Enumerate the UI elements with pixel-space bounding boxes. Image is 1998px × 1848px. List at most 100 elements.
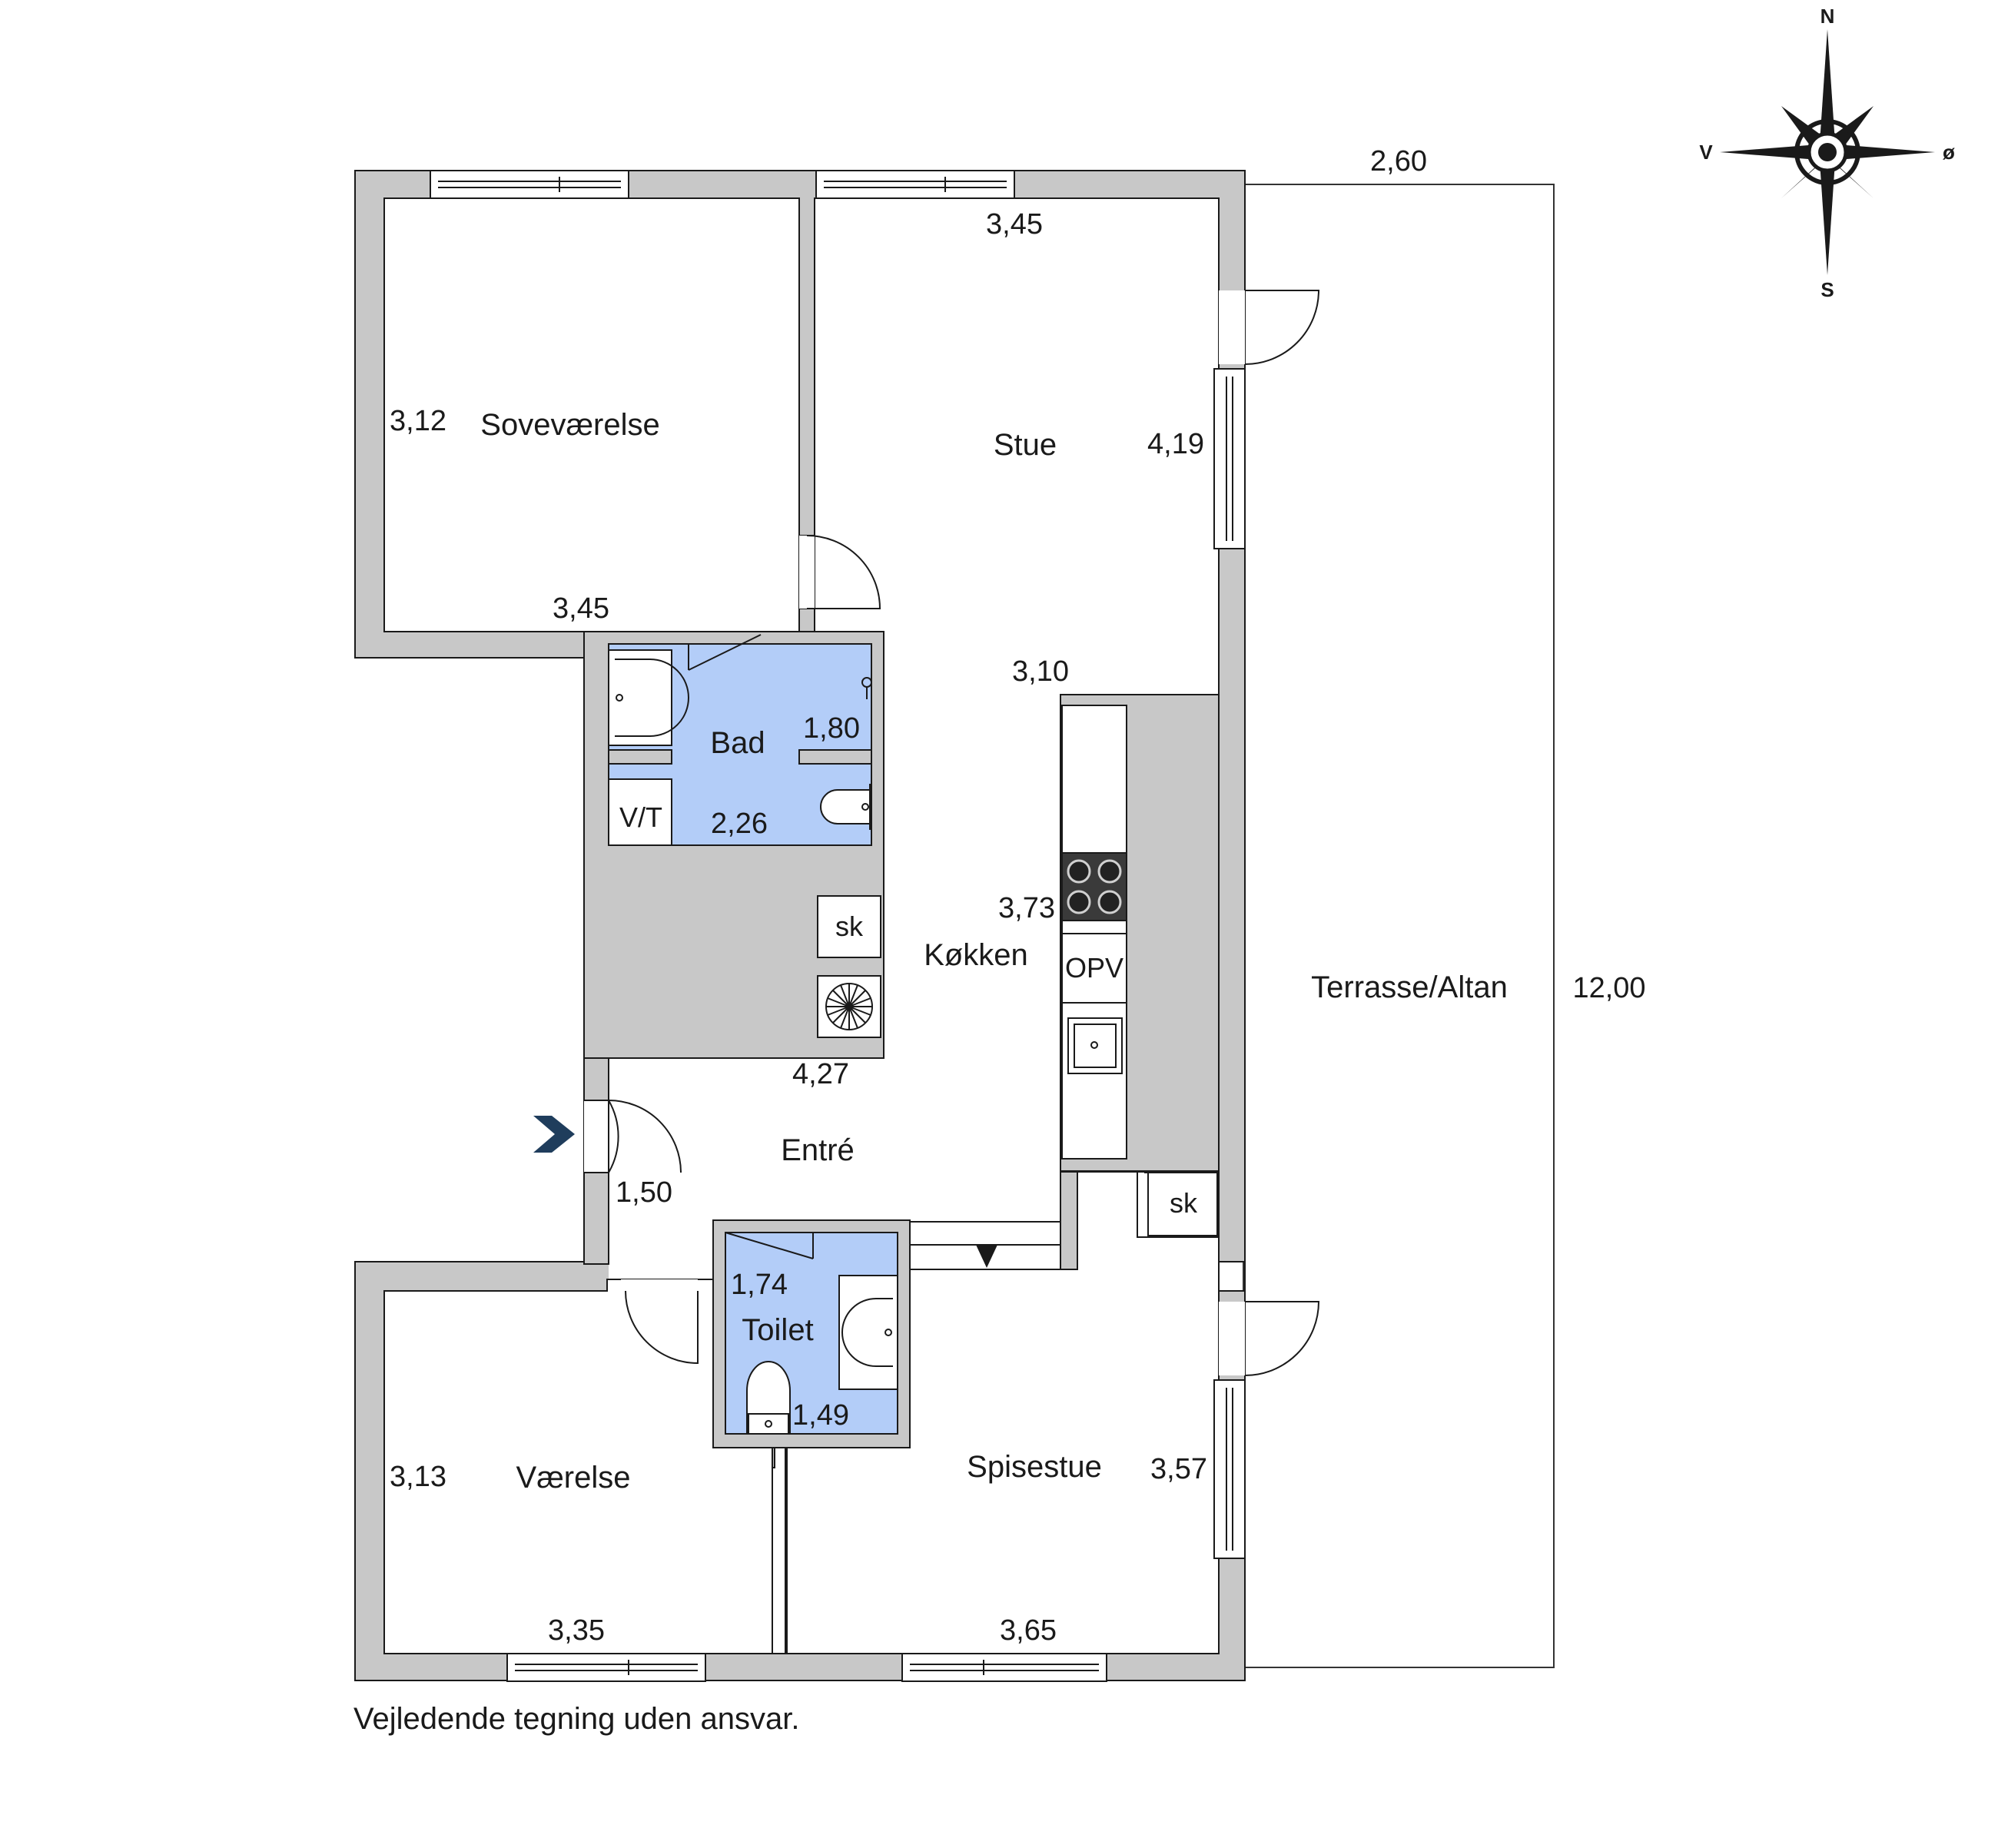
door-opening	[799, 536, 815, 609]
window-sove	[430, 170, 629, 199]
room-label-sovevaerelse: Soveværelse	[480, 408, 659, 442]
compass-arrow-south	[1820, 161, 1835, 275]
burner-icon	[1067, 859, 1091, 884]
kitchen-drain-icon	[1090, 1041, 1098, 1049]
wc-cistern-icon	[748, 1413, 789, 1435]
wc-button-icon	[765, 1420, 772, 1428]
dim-spise-bottom: 3,65	[1000, 1614, 1057, 1647]
sovevaerelse-room	[383, 197, 800, 632]
window-frame	[430, 170, 629, 199]
window-frame	[901, 1653, 1107, 1682]
room-label-sk-2: sk	[1170, 1187, 1198, 1219]
dim-koekken-right: 3,73	[998, 892, 1055, 924]
terrace-outline	[1243, 184, 1555, 1668]
step	[909, 1221, 1061, 1270]
kitchen	[817, 705, 1127, 1160]
dim-koekken-bottom: 4,27	[792, 1058, 849, 1090]
window-spise-right	[1213, 1379, 1246, 1559]
room-label-spisestue: Spisestue	[967, 1450, 1102, 1484]
compass-ring	[1794, 119, 1860, 185]
burner-icon	[1097, 859, 1122, 884]
toilet-sink-cabinet	[838, 1275, 898, 1390]
door-swing-vaerelse	[625, 1290, 699, 1365]
room-label-entre: Entré	[781, 1133, 855, 1167]
sink-drain-icon	[616, 694, 623, 702]
dim-bad-bottom: 2,26	[711, 808, 768, 840]
kitchen-counter	[1061, 705, 1127, 1160]
compass-south-label: S	[1820, 278, 1834, 301]
window-frame	[1213, 1379, 1246, 1559]
room-label-terrasse: Terrasse/Altan	[1311, 970, 1508, 1004]
door-swing-stue-terrace	[1244, 290, 1320, 365]
entre-room	[609, 1057, 1062, 1222]
door-opening	[1219, 1302, 1245, 1375]
room-label-vaerelse: Værelse	[516, 1461, 631, 1495]
window-vaerelse	[506, 1653, 706, 1682]
kitchen-sink-basin	[1074, 1024, 1117, 1068]
room-label-sk-1: sk	[835, 911, 864, 942]
door-opening	[621, 1279, 698, 1295]
sk-cabinet-1	[817, 895, 881, 958]
toilet-room	[712, 1219, 911, 1448]
toilet-sink-icon	[841, 1298, 893, 1367]
compass-arrow-north	[1820, 29, 1835, 143]
room-label-koekken: Køkken	[924, 938, 1028, 972]
sk-cabinet-2	[1147, 1172, 1218, 1236]
door-swing-spise-terrace	[1244, 1301, 1320, 1376]
dining-wall-stub	[1060, 1171, 1078, 1270]
compass-east-label: ø	[1943, 141, 1955, 164]
room-label-toilet: Toilet	[742, 1313, 813, 1347]
toilet-door-leaf	[725, 1232, 814, 1259]
dim-bad-right: 1,80	[803, 712, 860, 745]
window-stue-top	[815, 170, 1015, 199]
compass-arrow-east	[1837, 144, 1935, 160]
entre-room-lower	[609, 1218, 716, 1279]
sink-icon	[615, 659, 689, 737]
room-label-opv: OPV	[1065, 952, 1123, 984]
bath-divider-left	[608, 749, 672, 765]
window-stue-right	[1213, 368, 1246, 549]
compass-arrow-west	[1720, 144, 1818, 160]
window-frame	[1213, 368, 1246, 549]
compass: N S V ø	[1699, 5, 1955, 301]
door-swing-entrance	[584, 1100, 619, 1173]
dim-toilet-top: 1,74	[731, 1269, 788, 1301]
dim-terrasse-width: 2,60	[1370, 145, 1427, 178]
windows	[430, 170, 1246, 1682]
dim-terrasse-length: 12,00	[1572, 972, 1645, 1004]
room-label-bad: Bad	[710, 726, 765, 760]
dim-stue-right: 4,19	[1147, 428, 1204, 460]
burner-icon	[1067, 890, 1091, 914]
door-opening	[1219, 290, 1245, 364]
window-frame	[506, 1653, 706, 1682]
vt-box	[608, 778, 672, 846]
dim-entre: 1,50	[616, 1176, 672, 1209]
dim-spise-right: 3,57	[1150, 1453, 1207, 1485]
compass-center	[1818, 143, 1837, 161]
room-label-stue: Stue	[994, 428, 1057, 462]
burner-icon	[1097, 890, 1122, 914]
compass-north-label: N	[1820, 5, 1835, 28]
dim-stue-bottom: 3,10	[1012, 655, 1069, 688]
toilet-icon	[820, 784, 871, 830]
step-arrow-icon	[976, 1245, 997, 1268]
dim-sove-left: 3,12	[390, 405, 446, 437]
door-swing-sove	[806, 535, 881, 609]
bath-sink-cabinet	[608, 649, 672, 746]
toilet-seat-icon	[861, 803, 869, 811]
toilet-sink-drain-icon	[884, 1329, 892, 1336]
bath-door-leaf	[688, 634, 762, 671]
room-label-vt: V/T	[619, 801, 662, 833]
window-frame	[815, 170, 1015, 199]
doors	[584, 290, 1320, 1376]
kitchen-sink-icon	[1067, 1017, 1123, 1074]
fan-blades-icon	[826, 984, 872, 1030]
footnote: Vejledende tegning uden ansvar.	[353, 1702, 800, 1736]
dim-toilet-bottom: 1,49	[792, 1399, 849, 1432]
window-spise-bottom	[901, 1653, 1107, 1682]
dim-sove-bottom: 3,45	[553, 592, 609, 625]
compass-west-label: V	[1699, 141, 1713, 164]
dim-stue-top: 3,45	[986, 208, 1043, 241]
bath-divider-right	[798, 749, 872, 765]
